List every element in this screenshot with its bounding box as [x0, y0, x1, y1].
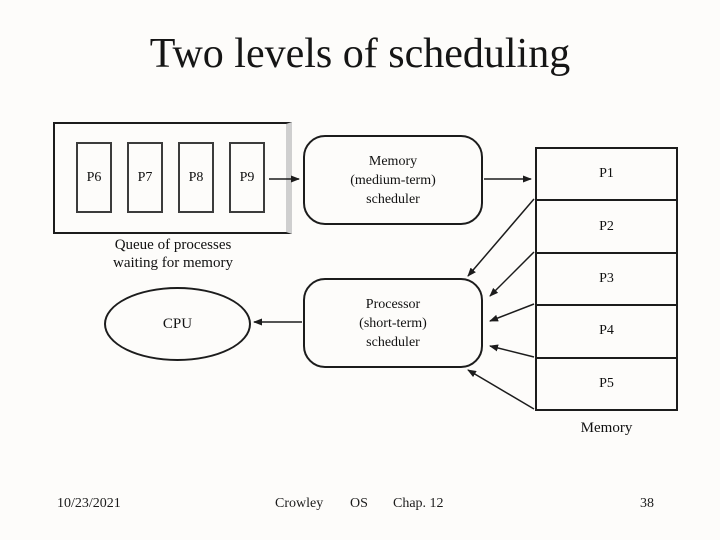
queue-caption-line1: Queue of processes: [114, 237, 232, 253]
arrow-p2-to-processor-scheduler: [489, 251, 535, 297]
process-p7: P7: [127, 142, 163, 213]
processor-scheduler-line2: (short-term): [359, 315, 427, 331]
process-p9: P9: [229, 142, 265, 213]
process-queue-box: [53, 122, 292, 234]
arrow-p5-to-processor-scheduler: [467, 369, 535, 410]
footer-author: Crowley: [275, 496, 324, 511]
memory-column-label: Memory: [580, 420, 633, 436]
footer-chapter: Chap. 12: [393, 496, 444, 511]
memory-scheduler-line2: (medium-term): [350, 172, 436, 188]
process-p8: P8: [178, 142, 214, 213]
footer-course: OS: [350, 496, 368, 511]
memory-cell-p1: P1: [599, 166, 614, 182]
memory-scheduler-line3: scheduler: [366, 191, 420, 207]
slide-title: Two levels of scheduling: [149, 31, 571, 77]
footer-page-number: 38: [640, 496, 654, 511]
queue-caption-line2: waiting for memory: [113, 255, 233, 271]
queue-caption: Queue of processes waiting for memory: [53, 236, 293, 272]
cpu-ellipse: CPU: [104, 287, 251, 361]
memory-cell-p5: P5: [537, 356, 676, 409]
process-p6: P6: [76, 142, 112, 213]
processor-scheduler-box: Processor (short-term) scheduler: [303, 278, 483, 368]
memory-scheduler-line1: Memory: [368, 153, 418, 169]
footer-date: 10/23/2021: [57, 496, 121, 511]
arrow-p4-to-processor-scheduler: [489, 344, 535, 358]
cpu-label: CPU: [162, 315, 193, 332]
memory-scheduler-box: Memory (medium-term) scheduler: [303, 135, 483, 225]
memory-cell-p3: P3: [537, 251, 676, 304]
memory-cell-p2: P2: [537, 199, 676, 251]
processor-scheduler-line1: Processor: [365, 296, 421, 312]
arrow-p3-to-processor-scheduler: [489, 303, 535, 322]
memory-cell-p4: P4: [537, 304, 676, 356]
memory-column: P1 P2 P3 P4 P5: [535, 147, 678, 411]
processor-scheduler-line3: scheduler: [366, 334, 420, 350]
